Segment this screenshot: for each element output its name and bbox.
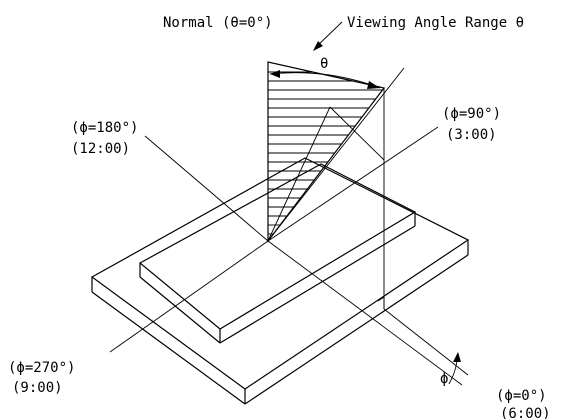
theta-arc: [269, 70, 381, 89]
dir-270-clock-label: (9:00): [12, 380, 63, 396]
phi-arc: [448, 352, 461, 385]
viewing-angle-range-label: Viewing Angle Range θ: [347, 15, 524, 31]
line-view-ground: [329, 106, 385, 161]
hatch-lines: [268, 71, 383, 235]
dir-0-angle-label: (ϕ=0°): [496, 388, 547, 404]
dir-0-clock-label: (6:00): [500, 406, 551, 419]
dir-180-angle-label: (ϕ=180°): [71, 120, 138, 136]
reference-lines: [377, 88, 469, 376]
viewing-range-leader: [313, 21, 343, 51]
line-phi-90: [267, 126, 439, 242]
base-plate: [90, 157, 470, 405]
dir-270-angle-label: (ϕ=270°): [8, 360, 75, 376]
line-view-projection: [267, 106, 331, 242]
line-view-extended: [267, 67, 405, 242]
direction-lines: [109, 67, 463, 386]
normal-label: Normal (θ=0°): [163, 15, 273, 31]
line-phi-180: [144, 135, 269, 242]
line-phi-0: [267, 240, 463, 386]
theta-symbol: θ: [320, 56, 328, 72]
line-phi-270: [109, 240, 269, 353]
phi-symbol: ϕ: [440, 371, 448, 387]
viewing-angle-region: [267, 61, 386, 243]
dir-90-angle-label: (ϕ=90°): [442, 106, 501, 122]
dir-180-clock-label: (12:00): [71, 141, 130, 157]
dir-90-clock-label: (3:00): [446, 127, 497, 143]
display-panel: [138, 163, 417, 344]
